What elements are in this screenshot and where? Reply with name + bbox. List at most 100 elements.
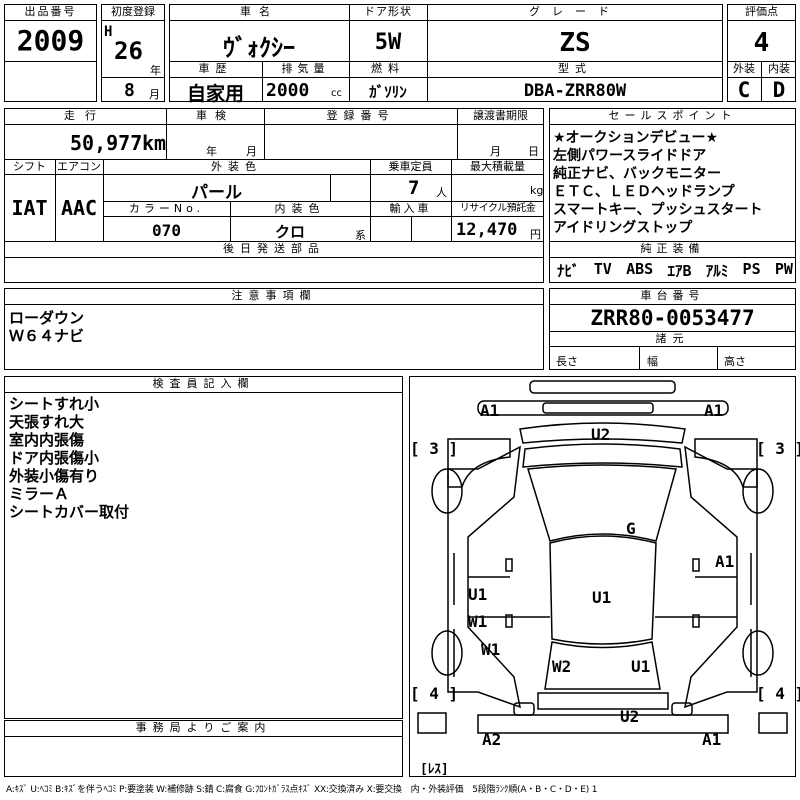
grade-label: グレード [529,5,621,18]
door-type-label: ドア形状 [364,5,412,18]
note-line: ローダウン [9,309,85,327]
inspector-line: 天張すれ大 [9,413,85,431]
height-label: 高さ [724,355,746,368]
car-name-label: 車名 [240,5,278,18]
note-line: Ｗ６４ナビ [9,327,85,345]
damage-mark: [ 4 ] [756,684,800,703]
inspector-line: 外装小傷有り [9,467,100,485]
damage-mark: W1 [481,640,501,659]
capacity: 7 [408,177,420,199]
sales-point-item: 純正ナビ、バックモニター [553,166,721,182]
sales-points-list: ★オークションデビュー★ 左側パワースライドドア 純正ナビ、バックモニター ＥＴ… [553,129,793,237]
genuine-equipment-list: ﾅﾋﾞ TV ABS ｴｱB ｱﾙﾐ PS PW [557,260,793,281]
office-title: 事務局よりご案内 [135,721,272,734]
genuine-item: ABS [626,260,654,278]
door-type: 5W [374,30,402,55]
mileage: 50,977 [70,131,143,155]
displacement: 2000 [266,80,310,101]
interior-color-unit: 系 [355,229,366,242]
shift: IAT [11,196,48,220]
recycle-unit: 円 [530,228,541,241]
sales-points-title: セールスポイント [608,109,737,122]
notes-box [4,288,544,370]
damage-mark: A1 [480,401,500,420]
inspector-line: ミラーＡ [9,485,70,503]
exterior-label: 外装 [733,62,755,75]
genuine-equipment-title: 純正装備 [640,242,705,255]
registration-label: 登録番号 [326,109,395,122]
lot-number-label: 出品番号 [24,5,77,18]
exterior-grade: C [737,78,751,102]
genuine-item: TV [593,260,612,278]
damage-mark: G [626,519,636,538]
damage-mark: W2 [552,657,572,676]
damage-mark: [ 3 ] [756,439,800,458]
chassis-number: ZRR80-0053477 [590,306,755,330]
fuel-label: 燃料 [371,62,405,75]
width-label: 幅 [647,355,658,368]
office-box [4,720,403,777]
import-label: 輸入車 [389,202,432,215]
sales-point-item: スマートキー、プッシュスタート [553,202,763,218]
color-no: 070 [152,221,181,240]
transfer-day-unit: 日 [528,145,539,158]
damage-mark: W1 [468,612,488,631]
transfer-month-unit: 月 [490,145,501,158]
sales-point-item: アイドリングストップ [553,220,693,236]
damage-mark: U2 [620,707,640,726]
capacity-unit: 人 [436,186,447,199]
displacement-unit: cc [331,88,342,99]
score-label: 評価点 [745,5,778,18]
recycle-amount: 12,470 [456,220,518,240]
recycle-label: リサイクル預託金 [459,203,536,214]
score: 4 [753,28,770,58]
color-no-label: カラーNo. [128,202,205,215]
length-label: 長さ [556,355,578,368]
damage-mark: U2 [591,425,611,444]
damage-mark: [ 3 ] [410,439,459,458]
inspection-label: 車検 [196,109,234,122]
history: 自家用 [186,83,244,105]
damage-mark: [ﾚｽ] [420,762,449,777]
first-reg-label: 初度登録 [111,5,155,18]
model-code-label: 型式 [558,62,592,75]
damage-mark: A2 [482,730,502,749]
damage-mark: U1 [592,588,612,607]
notes-list: ローダウン Ｗ６４ナビ [9,309,84,345]
genuine-item: PS [742,260,761,278]
displacement-label: 排気量 [281,62,330,75]
damage-mark: [ 4 ] [410,684,459,703]
interior-color-label: 内装色 [274,202,326,215]
reg-year-unit: 年 [150,64,161,77]
aircon-label: エアコン [57,160,101,173]
inspector-notes: シートすれ小 天張すれ大 室内内張傷 ドア内張傷小 外装小傷有り ミラーＡ シー… [9,395,129,521]
chassis-title: 車台番号 [640,289,705,302]
car-info-box [169,4,723,102]
first-reg-box [101,4,165,102]
damage-mark: A1 [702,730,722,749]
sales-point-item: 左側パワースライドドア [553,148,707,164]
chassis-box [549,288,796,370]
genuine-item: ﾅﾋﾞ [557,262,580,280]
car-outline [417,380,788,734]
interior-grade: D [772,78,786,102]
sales-point-item: ＥＴＣ、ＬＥＤヘッドランプ [553,184,735,200]
inspection-month-unit: 月 [246,145,257,158]
interior-color: クロ [274,223,305,241]
capacity-label: 乗車定員 [388,160,433,173]
spec-title: 諸元 [655,332,690,345]
max-load-unit: kg [530,184,544,197]
history-label: 車歴 [198,62,233,75]
shift-label: シフト [13,160,46,173]
damage-mark: A1 [704,401,724,420]
later-parts-label: 後日発送部品 [223,242,325,255]
exterior-color: パール [191,183,242,203]
reg-month-unit: 月 [149,88,160,101]
damage-mark: U1 [468,585,488,604]
max-load-label: 最大積載量 [470,160,525,173]
lot-number-box [4,4,97,102]
damage-diagram: A1 A1 U2 [ 3 ] [ 3 ] G A1 U1 U1 W1 W1 W2… [409,376,800,777]
model-code: DBA-ZRR80W [523,81,627,101]
genuine-item: ｴｱB [667,262,692,280]
damage-mark: U1 [631,657,651,676]
